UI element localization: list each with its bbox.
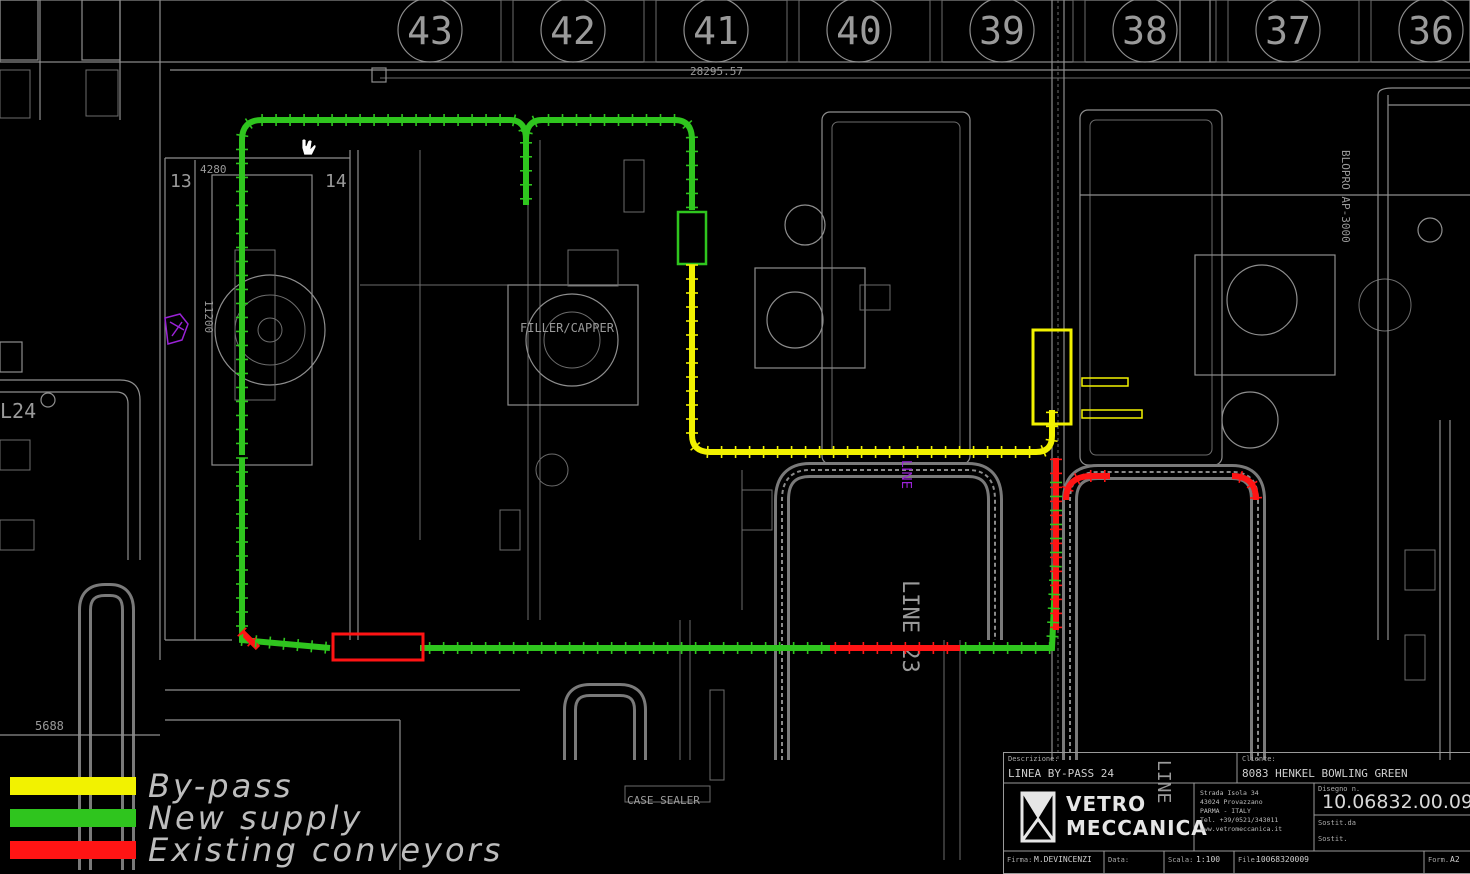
- cell-number: 37: [1265, 9, 1311, 53]
- grid-label-14: 14: [325, 171, 347, 192]
- legend-label-new-supply: New supply: [148, 802, 363, 834]
- legend-swatch-bypass: [10, 777, 136, 795]
- address-line: PARMA - ITALY: [1200, 807, 1282, 816]
- conveyor-tick: [255, 635, 256, 647]
- conveyor-tick: [1047, 636, 1059, 637]
- conveyor-tick: [1049, 580, 1061, 581]
- cell-number: 42: [550, 9, 596, 53]
- cell-marker: 36: [1359, 0, 1463, 62]
- bypass-tag: [1082, 378, 1128, 386]
- dimension-left: 4280: [200, 163, 227, 176]
- format-value: A2: [1450, 855, 1460, 864]
- date-caption: Data:: [1108, 856, 1129, 864]
- legend-label-bypass: By-pass: [148, 770, 294, 802]
- bypass-tag: [1082, 410, 1142, 418]
- line-purple-label: LINE: [898, 460, 913, 489]
- conveyor-tick: [1047, 622, 1059, 623]
- conveyor-tick: [297, 639, 298, 651]
- cell-number: 39: [979, 9, 1025, 53]
- filler-capper-label: FILLER/CAPPER: [520, 321, 615, 335]
- legend-swatch-new-supply: [10, 809, 136, 827]
- address-line: www.vetromeccanica.it: [1200, 825, 1282, 834]
- company-address: Strada Isola 34 43024 Provazzano PARMA -…: [1200, 789, 1282, 834]
- cell-marker: 40: [787, 0, 891, 62]
- logo-word-1: VETRO: [1066, 793, 1146, 815]
- new-supply-route: [242, 120, 1056, 648]
- replaced-by-caption: Sostit.da: [1318, 819, 1356, 827]
- cell-marker: 43: [398, 0, 462, 62]
- existing-conveyor-route: [242, 458, 1256, 648]
- cell-marker: 38: [1073, 0, 1177, 62]
- hand-cursor-icon: [302, 139, 316, 155]
- grid-label-13: 13: [170, 171, 192, 192]
- cell-marker: 37: [1216, 0, 1320, 62]
- cell-number: 38: [1122, 9, 1168, 53]
- vetro-meccanica-logo: VETRO MECCANICA: [1016, 789, 1196, 847]
- format-caption: Form.: [1428, 856, 1449, 864]
- signature-value: M.DEVINCENZI: [1034, 855, 1092, 864]
- client-value: 8083 HENKEL BOWLING GREEN: [1242, 767, 1408, 780]
- legend-item-bypass: By-pass: [10, 770, 503, 802]
- conveyor-tick: [707, 446, 708, 458]
- logo-mark-icon: [1016, 789, 1060, 845]
- existing-conveyor-block: [333, 634, 423, 660]
- cell-marker: 42: [501, 0, 605, 62]
- title-block: Descrizione: LINEA BY-PASS 24 Cliente: 8…: [1003, 752, 1470, 874]
- conveyor-tick: [241, 634, 242, 646]
- conveyor-routes: [236, 114, 1262, 660]
- conveyor-tick: [236, 135, 248, 137]
- bypass-route: [692, 265, 1052, 452]
- cell-number: 36: [1408, 9, 1454, 53]
- address-line: Strada Isola 34: [1200, 789, 1282, 798]
- legend-swatch-existing: [10, 841, 136, 859]
- description-caption: Descrizione:: [1008, 755, 1059, 763]
- logo-word-2: MECCANICA: [1066, 817, 1208, 839]
- conveyor-tick: [325, 642, 326, 654]
- dimension-top: 28295.57: [690, 65, 743, 78]
- address-line: Tel. +39/0521/343011: [1200, 816, 1282, 825]
- scale-caption: Scala:: [1168, 856, 1193, 864]
- conveyor-tick: [283, 638, 284, 650]
- dimension-vertical: 11200: [202, 300, 215, 333]
- line-24-label: L24: [0, 399, 36, 423]
- description-value: LINEA BY-PASS 24: [1008, 767, 1114, 780]
- drawing-number: 10.06832.00.09: [1322, 791, 1470, 813]
- cell-marker: 41: [644, 0, 748, 62]
- cell-marker: 39: [930, 0, 1034, 62]
- replaces-caption: Sostit.: [1318, 835, 1348, 843]
- client-caption: Cliente:: [1242, 755, 1276, 763]
- conveyor-tick: [1050, 566, 1062, 567]
- legend-item-existing: Existing conveyors: [10, 834, 503, 866]
- legend: By-pass New supply Existing conveyors: [10, 770, 503, 866]
- conveyor-tick: [1048, 594, 1060, 595]
- case-sealer-label: CASE SEALER: [627, 794, 700, 807]
- line-23-label: LINE 23: [897, 580, 922, 673]
- conveyor-tick: [1048, 608, 1060, 609]
- legend-label-existing: Existing conveyors: [148, 834, 503, 866]
- conveyor-tick: [311, 640, 312, 652]
- address-line: 43024 Provazzano: [1200, 798, 1282, 807]
- cell-number: 40: [836, 9, 882, 53]
- scale-value: 1:100: [1196, 855, 1220, 864]
- signature-caption: Firma:: [1007, 856, 1032, 864]
- equipment-note: BLOPRO AP-3000: [1339, 150, 1352, 243]
- legend-item-new-supply: New supply: [10, 802, 503, 834]
- cell-number: 41: [693, 9, 739, 53]
- conveyor-tick: [1046, 439, 1058, 441]
- new-supply-transfer-unit: [678, 212, 706, 264]
- conveyor-tick: [686, 137, 698, 138]
- file-value: 10068320009: [1256, 855, 1309, 864]
- dimension-bottom: 5688: [35, 719, 64, 733]
- cell-number: 43: [407, 9, 453, 53]
- conveyor-tick: [269, 637, 270, 649]
